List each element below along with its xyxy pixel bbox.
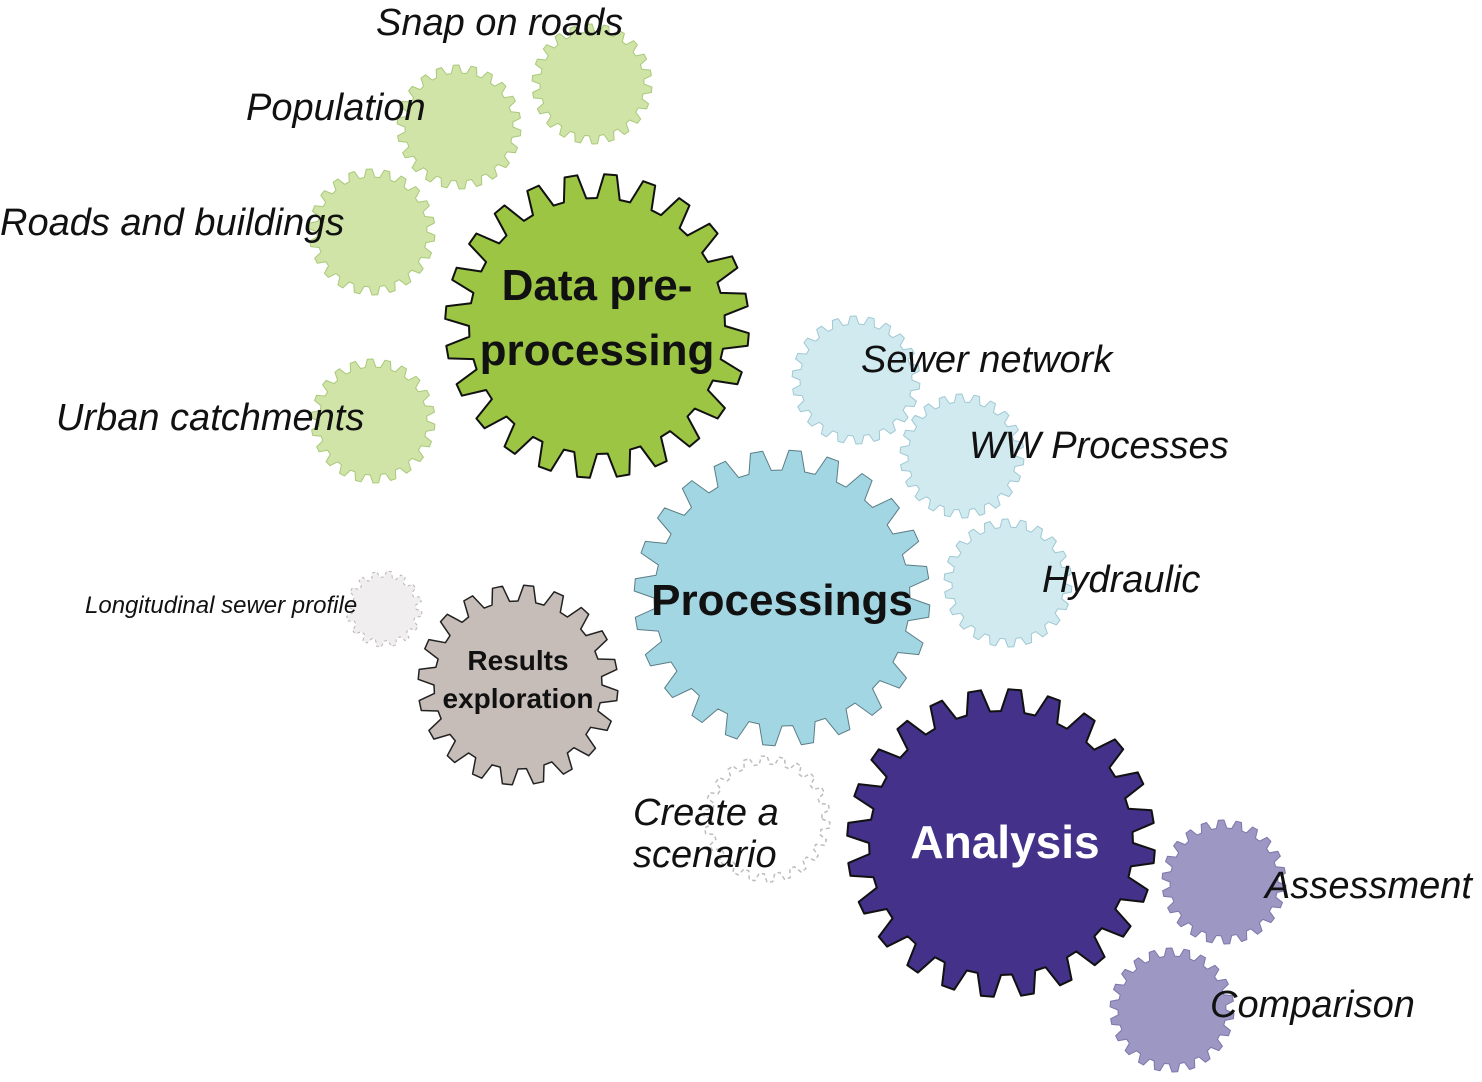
results-exploration-title-line2: exploration xyxy=(443,683,594,714)
analysis-title: Analysis xyxy=(910,816,1099,868)
population-gear-icon xyxy=(396,64,522,190)
create-a-scenario-label-line2: scenario xyxy=(633,834,777,876)
create-a-scenario-gear-icon xyxy=(703,755,831,883)
analysis-gear-icon xyxy=(846,688,1156,998)
assessment-gear-icon xyxy=(1161,819,1287,945)
urban-catchments-gear-icon xyxy=(310,358,436,484)
population-label: Population xyxy=(246,87,426,129)
comparison-gear-icon xyxy=(1109,947,1235,1073)
data-preprocessing-gear-icon xyxy=(444,173,750,479)
hydraulic-gear-icon xyxy=(943,518,1073,648)
processings-gear-icon xyxy=(633,449,931,747)
results-exploration-title-line1: Results xyxy=(467,645,568,676)
longitudinal-sewer-profile-gear-icon xyxy=(345,570,423,648)
comparison-label: Comparison xyxy=(1210,984,1415,1026)
roads-and-buildings-gear-icon xyxy=(308,168,436,296)
data-preprocessing-title-line2: processing xyxy=(480,326,715,375)
results-exploration-gear-icon xyxy=(417,584,619,786)
hydraulic-label: Hydraulic xyxy=(1042,559,1200,601)
sewer-network-gear-icon xyxy=(791,315,921,445)
urban-catchments-label: Urban catchments xyxy=(56,397,364,439)
ww-processes-gear-icon xyxy=(899,393,1025,519)
create-a-scenario-label-line1: Create a xyxy=(633,792,779,834)
processings-title: Processings xyxy=(651,576,913,625)
longitudinal-sewer-profile-label: Longitudinal sewer profile xyxy=(85,592,357,619)
data-preprocessing-title-line1: Data pre- xyxy=(502,261,693,310)
snap-on-roads-gear-icon xyxy=(531,23,653,145)
ww-processes-label: WW Processes xyxy=(969,425,1229,467)
sewer-network-label: Sewer network xyxy=(861,339,1114,381)
roads-and-buildings-label: Roads and buildings xyxy=(0,202,344,244)
assessment-label: Assessment xyxy=(1263,865,1473,907)
snap-on-roads-label: Snap on roads xyxy=(376,2,623,44)
